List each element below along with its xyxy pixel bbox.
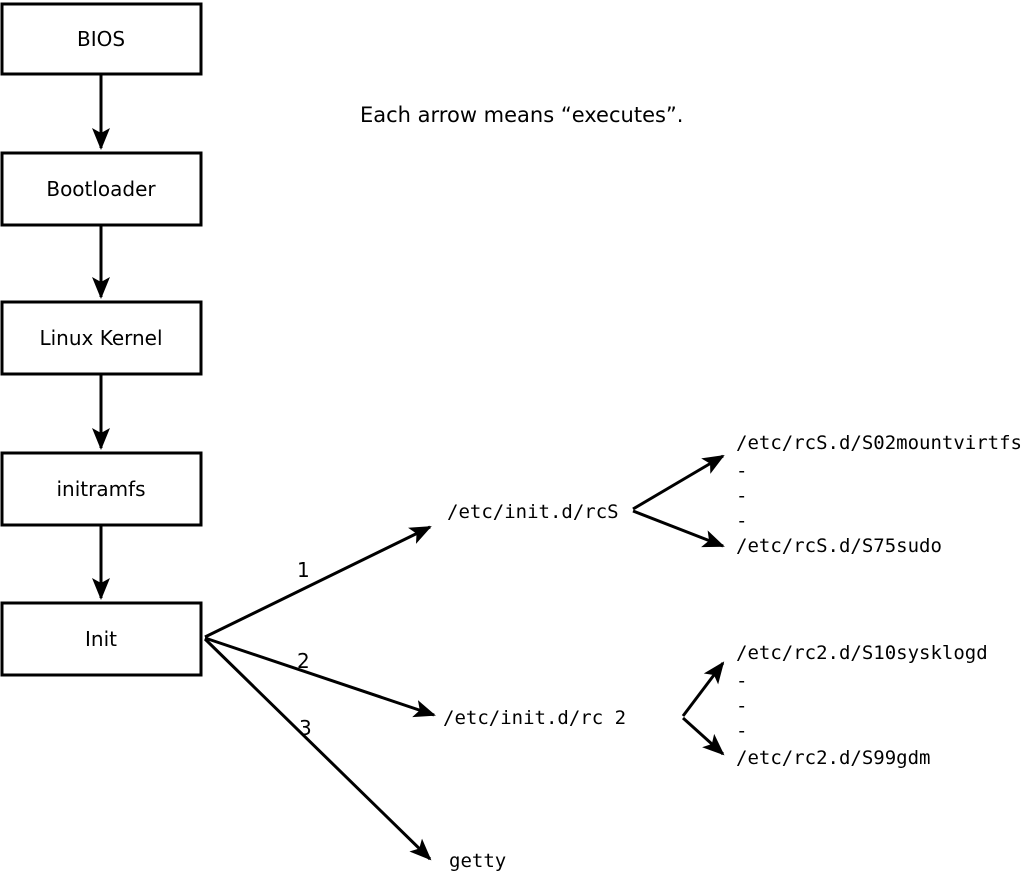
box-linux-kernel-label: Linux Kernel (39, 326, 162, 350)
rc2-child-first-label: /etc/rc2.d/S10sysklogd (736, 642, 988, 664)
box-bootloader (0, 151, 203, 227)
arrow-init-to-rc2 (204, 636, 436, 718)
rcs-script-label: /etc/init.d/rcS (447, 501, 619, 523)
rcs-ellipsis-dash-2: - (736, 485, 747, 507)
getty-label: getty (449, 850, 506, 872)
branch-number-3: 3 (299, 716, 312, 740)
box-linux-kernel (0, 300, 203, 376)
arrow-rcs-to-s02mountvirtfs (632, 454, 725, 511)
rc2-script-label: /etc/init.d/rc 2 (443, 707, 626, 729)
branch-number-2: 2 (297, 649, 310, 673)
box-bootloader-label: Bootloader (46, 177, 156, 201)
arrow-init-to-getty (203, 637, 432, 861)
rcs-ellipsis-dash-1: - (736, 460, 747, 482)
rcs-ellipsis-dash-3: - (736, 510, 747, 532)
box-init-label: Init (85, 627, 117, 651)
rc2-ellipsis-dash-1: - (736, 670, 747, 692)
arrow-init-to-rcs (204, 525, 432, 639)
rc2-ellipsis-dash-3: - (736, 720, 747, 742)
arrow-rc2-to-s10sysklogd (681, 661, 725, 717)
arrow-rcs-to-s75sudo (632, 509, 725, 548)
rcs-child-first-label: /etc/rcS.d/S02mountvirtfs (736, 432, 1022, 454)
note-executes: Each arrow means “executes”. (360, 103, 683, 127)
rc2-child-last-label: /etc/rc2.d/S99gdm (736, 747, 930, 769)
box-bios (0, 2, 203, 76)
box-initramfs (0, 451, 203, 527)
box-bios-label: BIOS (77, 27, 125, 51)
arrow-rc2-to-s99gdm (681, 716, 725, 756)
rcs-child-last-label: /etc/rcS.d/S75sudo (736, 535, 942, 557)
rc2-ellipsis-dash-2: - (736, 695, 747, 717)
box-initramfs-label: initramfs (56, 477, 145, 501)
box-init (0, 601, 203, 677)
branch-number-1: 1 (297, 558, 310, 582)
